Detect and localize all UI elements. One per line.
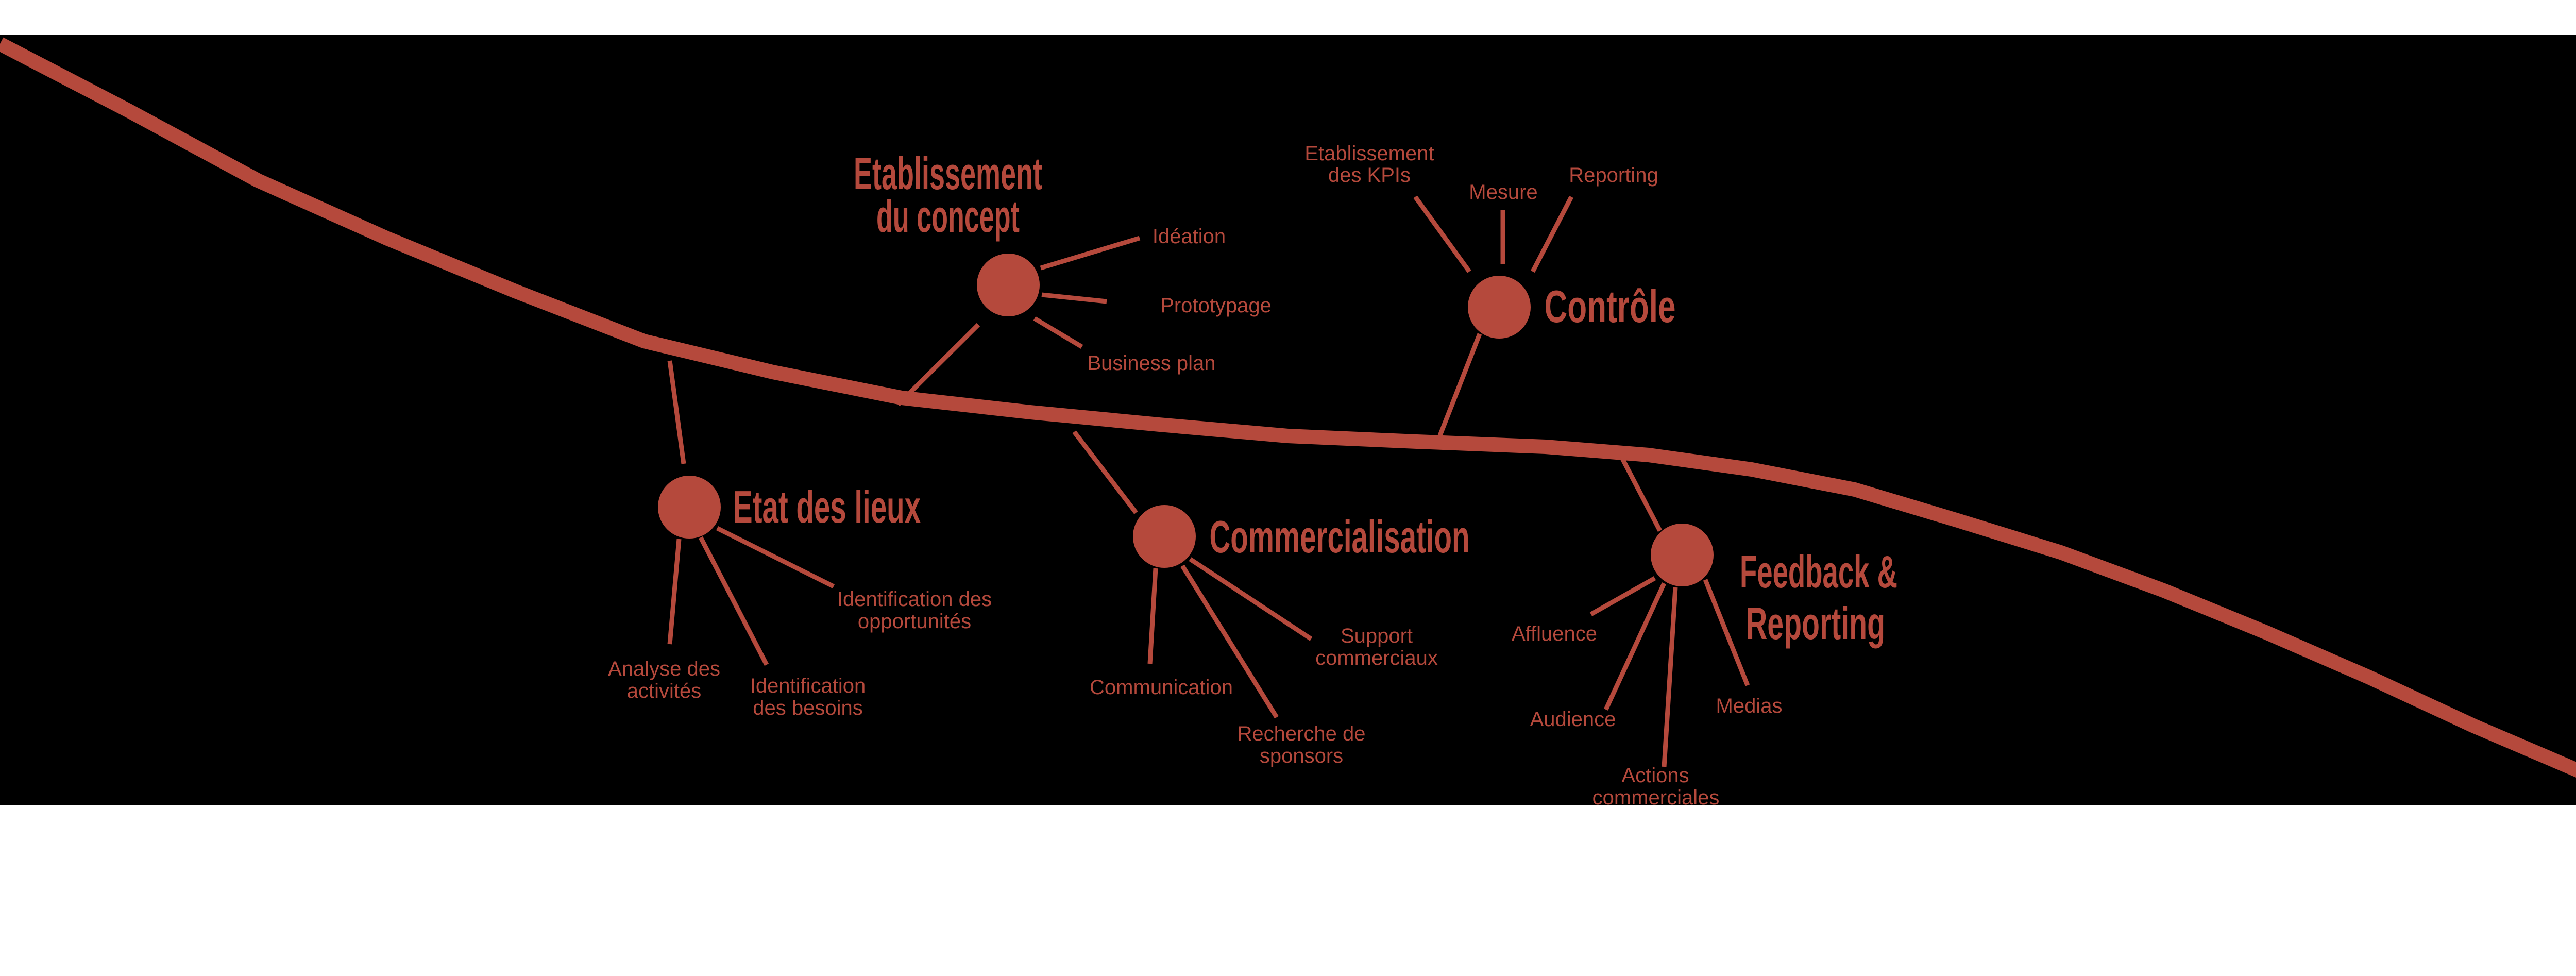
node-group-etat-des-lieux: Etat des lieux Identification des opport…: [608, 360, 992, 719]
branch-line-kpis: [1413, 195, 1471, 273]
branch-label-actions-line1: Actions: [1621, 764, 1689, 787]
branch-label-kpis-line2: des KPIs: [1328, 164, 1411, 187]
branch-label-mesure: Mesure: [1469, 181, 1537, 204]
node-title-feedback-line2: Reporting: [1746, 598, 1885, 649]
branch-label-reporting: Reporting: [1569, 164, 1658, 187]
node-title-etablissement-line1: Etablissement: [854, 148, 1042, 199]
branch-label-support-line1: Support: [1341, 625, 1413, 647]
branch-line-business-plan: [1033, 316, 1083, 349]
node-circle-controle: [1468, 276, 1531, 339]
node-title-controle: Contrôle: [1545, 281, 1676, 332]
node-group-commercialisation: Commercialisation Communication Support …: [1072, 430, 1470, 767]
node-title-etablissement-line2: du concept: [876, 191, 1020, 242]
node-to-curve-connector: [1620, 456, 1662, 532]
node-circle-feedback: [1651, 524, 1714, 586]
branch-line-medias: [1703, 579, 1750, 686]
node-circle-etablissement: [977, 254, 1040, 316]
branch-line-actions: [1662, 587, 1678, 767]
node-circle-commercialisation: [1133, 505, 1196, 568]
branch-label-opportunites-line1: Identification des: [837, 588, 992, 611]
branch-label-business-plan: Business plan: [1087, 352, 1215, 375]
branch-label-affluence: Affluence: [1512, 622, 1597, 645]
branch-label-prototypage: Prototypage: [1160, 294, 1272, 317]
branch-line-reporting: [1531, 195, 1573, 273]
branch-line-audience: [1603, 582, 1667, 711]
branch-label-medias: Medias: [1716, 695, 1783, 717]
node-to-curve-connector: [667, 360, 686, 464]
branch-label-besoins-line1: Identification: [750, 675, 866, 697]
node-group-feedback-reporting: Feedback & Reporting Affluence Audience …: [1512, 456, 1897, 809]
node-group-controle: Contrôle Etablissement des KPIs Mesure R…: [1304, 142, 1676, 436]
branch-label-actions-line2: commerciales: [1592, 786, 1720, 809]
branch-label-communication: Communication: [1090, 676, 1233, 699]
branch-label-audience: Audience: [1530, 708, 1616, 731]
node-circle-etat-des-lieux: [658, 476, 721, 539]
branch-label-opportunites-line2: opportunités: [858, 610, 971, 633]
branch-line-besoins: [699, 536, 769, 666]
black-canvas-band: [0, 35, 2576, 805]
branch-line-ideation: [1040, 235, 1141, 271]
node-to-curve-connector: [1072, 430, 1138, 514]
branch-line-support: [1189, 557, 1313, 641]
node-title-commercialisation: Commercialisation: [1210, 511, 1470, 562]
branch-line-recherche: [1180, 564, 1279, 719]
branch-line-opportunites: [716, 526, 835, 589]
branch-label-ideation: Idéation: [1153, 225, 1226, 248]
branch-line-communication: [1147, 568, 1158, 664]
branch-label-recherche-line2: sponsors: [1260, 745, 1343, 767]
branch-label-kpis-line1: Etablissement: [1304, 142, 1434, 165]
branch-line-analyse: [667, 539, 682, 645]
journey-curve: [0, 37, 2576, 778]
branch-label-analyse-line2: activités: [627, 680, 702, 702]
branch-line-affluence: [1589, 576, 1656, 616]
node-to-curve-connector: [896, 323, 980, 407]
branch-label-analyse-line1: Analyse des: [608, 658, 720, 680]
branch-line-prototypage: [1041, 292, 1107, 304]
branch-label-besoins-line2: des besoins: [753, 697, 862, 719]
node-to-curve-connector: [1437, 333, 1482, 436]
node-group-etablissement-du-concept: Etablissement du concept Idéation Protot…: [854, 148, 1272, 407]
branch-label-support-line2: commerciaux: [1315, 647, 1438, 669]
node-title-feedback-line1: Feedback &: [1740, 546, 1897, 597]
node-title-etat-des-lieux: Etat des lieux: [733, 481, 921, 532]
branch-label-recherche-line1: Recherche de: [1237, 722, 1365, 745]
